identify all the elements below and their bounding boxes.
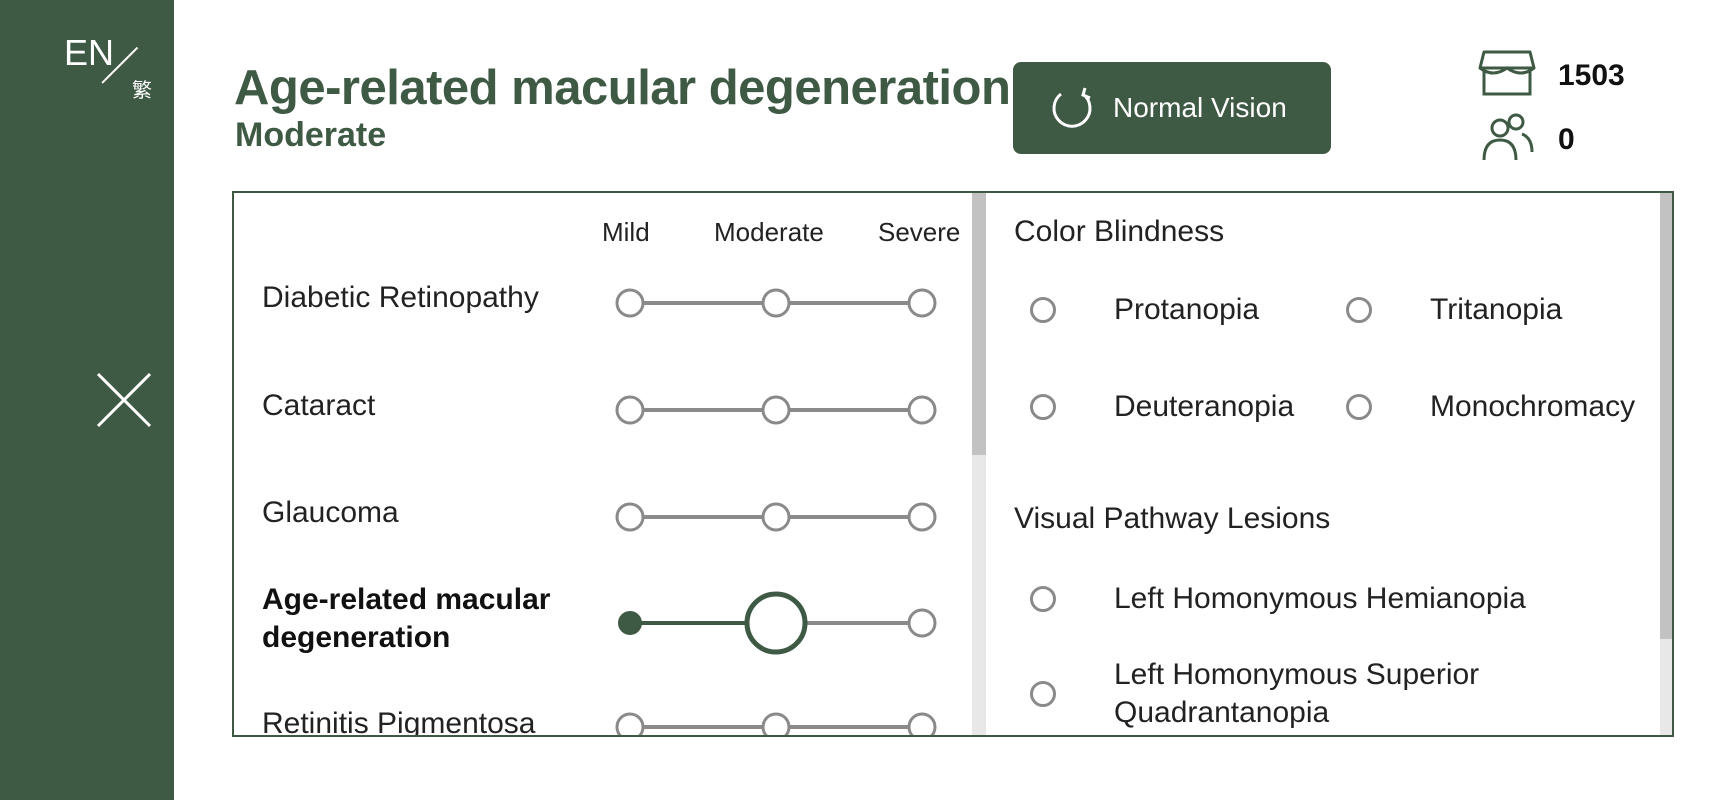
- level-severe: [907, 288, 937, 318]
- radio-icon: [1346, 297, 1372, 323]
- vision-types-scrollbar-thumb[interactable]: [1660, 193, 1672, 639]
- condition-label-glaucoma: Glaucoma: [262, 496, 399, 529]
- level-mild: [615, 712, 645, 735]
- option-label: Deuteranopia: [1114, 390, 1295, 423]
- level-moderate: [761, 395, 791, 425]
- level-severe: [907, 395, 937, 425]
- people-count-value: 0: [1558, 122, 1575, 156]
- severity-slider-diabetic-retinopathy[interactable]: [614, 283, 937, 323]
- language-primary: EN: [64, 32, 115, 73]
- option-left-homonymous-hemianopia[interactable]: Left Homonymous Hemianopia: [1030, 582, 1526, 615]
- option-label: Tritanopia: [1430, 293, 1563, 326]
- color-blindness-title: Color Blindness: [1014, 215, 1225, 248]
- option-left-homonymous-superior-quadrantanopia[interactable]: Left Homonymous Superior Quadrantanopia: [1030, 658, 1479, 729]
- radio-icon: [1030, 394, 1056, 420]
- normal-vision-label: Normal Vision: [1113, 92, 1287, 123]
- normal-vision-button[interactable]: Normal Vision: [1013, 62, 1331, 154]
- eye-conditions-pane: Mild Moderate Severe Diabetic Retinopath…: [234, 193, 974, 735]
- condition-label-amd: Age-related macular degeneration: [262, 583, 551, 654]
- option-deuteranopia[interactable]: Deuteranopia: [1030, 390, 1294, 423]
- sidebar: EN 繁: [0, 0, 174, 800]
- condition-label-cataract: Cataract: [262, 389, 376, 422]
- option-monochromacy[interactable]: Monochromacy: [1346, 390, 1635, 423]
- radio-icon: [1030, 586, 1056, 612]
- level-severe: [907, 712, 937, 735]
- option-label: Protanopia: [1114, 293, 1260, 326]
- option-protanopia[interactable]: Protanopia: [1030, 293, 1259, 326]
- severity-slider-cataract[interactable]: [614, 390, 937, 430]
- language-toggle[interactable]: EN 繁: [62, 30, 162, 102]
- vision-types-scrollbar[interactable]: [1660, 193, 1672, 735]
- page-title: Age-related macular degeneration: [234, 61, 1011, 115]
- reset-icon: [1049, 86, 1095, 132]
- level-moderate: [761, 502, 791, 532]
- level-mild: [615, 395, 645, 425]
- vision-types-pane: Color Blindness Protanopia Tritanopia De…: [986, 193, 1662, 735]
- severity-slider-glaucoma[interactable]: [614, 497, 937, 537]
- level-mild: [618, 611, 642, 635]
- visual-pathway-title: Visual Pathway Lesions: [1014, 502, 1331, 535]
- level-mild: [615, 502, 645, 532]
- box-count-value: 1503: [1558, 58, 1625, 92]
- option-label: Monochromacy: [1430, 390, 1636, 423]
- condition-label-diabetic-retinopathy: Diabetic Retinopathy: [262, 281, 539, 314]
- level-moderate-selected: [744, 591, 808, 655]
- people-icon: [1478, 112, 1536, 167]
- level-header-moderate: Moderate: [714, 217, 824, 247]
- people-count-stat: 0: [1478, 112, 1575, 167]
- condition-label-retinitis-pigmentosa: Retinitis Pigmentosa: [262, 707, 536, 735]
- box-icon: [1478, 48, 1536, 103]
- level-moderate: [761, 288, 791, 318]
- radio-icon: [1346, 394, 1372, 420]
- option-label: Left Homonymous Superior Quadrantanopia: [1114, 658, 1480, 729]
- option-tritanopia[interactable]: Tritanopia: [1346, 293, 1562, 326]
- severity-slider-retinitis-pigmentosa[interactable]: [614, 707, 937, 735]
- level-severe: [907, 502, 937, 532]
- conditions-scrollbar[interactable]: [972, 193, 986, 735]
- language-secondary: 繁: [132, 78, 152, 102]
- level-header-mild: Mild: [602, 217, 650, 247]
- conditions-scrollbar-thumb[interactable]: [972, 193, 986, 455]
- level-moderate: [761, 712, 791, 735]
- close-icon[interactable]: [94, 370, 154, 430]
- level-mild: [615, 288, 645, 318]
- level-header-severe: Severe: [878, 217, 961, 247]
- page-subtitle: Moderate: [235, 116, 387, 154]
- simulation-panel: Mild Moderate Severe Diabetic Retinopath…: [232, 191, 1674, 737]
- radio-icon: [1030, 297, 1056, 323]
- box-count-stat: 1503: [1478, 48, 1625, 103]
- severity-slider-amd[interactable]: [614, 591, 937, 655]
- level-severe: [907, 608, 937, 638]
- radio-icon: [1030, 681, 1056, 707]
- option-label: Left Homonymous Hemianopia: [1114, 582, 1526, 615]
